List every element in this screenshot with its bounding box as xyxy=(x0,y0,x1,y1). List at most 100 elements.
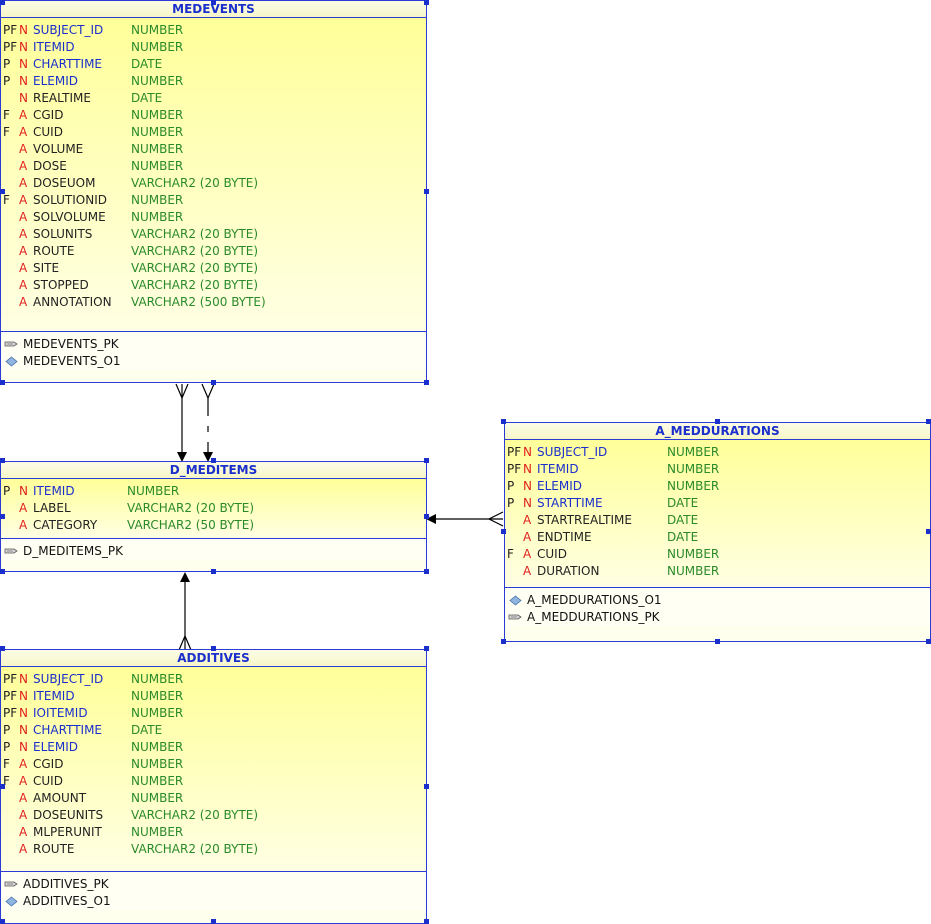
key-row[interactable]: ADDITIVES_PK xyxy=(1,876,426,893)
resize-handle[interactable] xyxy=(210,919,216,924)
resize-handle[interactable] xyxy=(424,0,429,5)
optionality-marker: N xyxy=(19,57,28,71)
optionality-marker: N xyxy=(523,496,532,510)
resize-handle[interactable] xyxy=(0,380,5,385)
resize-handle[interactable] xyxy=(0,0,5,5)
resize-handle[interactable] xyxy=(0,458,5,463)
column-name: SUBJECT_ID xyxy=(33,672,104,686)
resize-handle[interactable] xyxy=(0,188,5,194)
resize-handle[interactable] xyxy=(501,529,506,534)
column-name: ITEMID xyxy=(33,484,75,498)
key-row[interactable]: A_MEDDURATIONS_O1 xyxy=(505,592,930,609)
key-row[interactable]: MEDEVENTS_PK xyxy=(1,336,426,353)
resize-handle[interactable] xyxy=(0,646,5,651)
resize-handle[interactable] xyxy=(714,419,720,424)
key-row[interactable]: A_MEDDURATIONS_PK xyxy=(505,609,930,626)
relationship-medevents-dmeditems-1[interactable] xyxy=(175,383,189,462)
resize-handle[interactable] xyxy=(926,419,931,424)
resize-handle[interactable] xyxy=(424,188,429,194)
resize-handle[interactable] xyxy=(0,513,5,519)
resize-handle[interactable] xyxy=(210,380,216,385)
resize-handle[interactable] xyxy=(210,0,216,5)
resize-handle[interactable] xyxy=(501,419,506,424)
resize-handle[interactable] xyxy=(926,529,931,534)
resize-handle[interactable] xyxy=(424,646,429,651)
resize-handle[interactable] xyxy=(424,569,429,574)
column-type: NUMBER xyxy=(131,40,184,54)
resize-handle[interactable] xyxy=(424,919,429,924)
table-title: ADDITIVES xyxy=(1,650,426,667)
column-name: SOLUNITS xyxy=(33,227,93,241)
resize-handle[interactable] xyxy=(0,569,5,574)
relationship-meddurations-dmeditems[interactable] xyxy=(426,511,504,527)
relationship-medevents-dmeditems-2[interactable] xyxy=(201,383,215,462)
column-name: AMOUNT xyxy=(33,791,87,805)
resize-handle[interactable] xyxy=(424,513,429,519)
resize-handle[interactable] xyxy=(926,639,931,644)
column-type: NUMBER xyxy=(131,740,184,754)
resize-handle[interactable] xyxy=(714,639,720,644)
resize-handle[interactable] xyxy=(424,458,429,463)
resize-handle[interactable] xyxy=(424,380,429,385)
column-type: VARCHAR2 (20 BYTE) xyxy=(131,278,259,292)
resize-handle[interactable] xyxy=(501,639,506,644)
resize-handle[interactable] xyxy=(0,783,5,789)
key-row[interactable]: MEDEVENTS_O1 xyxy=(1,353,426,370)
resize-handle[interactable] xyxy=(210,646,216,651)
resize-handle[interactable] xyxy=(424,783,429,789)
column-type: DATE xyxy=(667,496,699,510)
key-row[interactable]: ADDITIVES_O1 xyxy=(1,893,426,910)
resize-handle[interactable] xyxy=(210,569,216,574)
resize-handle[interactable] xyxy=(210,458,216,463)
key-row[interactable]: D_MEDITEMS_PK xyxy=(1,543,426,560)
column-name: REALTIME xyxy=(33,91,91,105)
resize-handle[interactable] xyxy=(0,919,5,924)
relationship-additives-dmeditems[interactable] xyxy=(178,572,192,651)
